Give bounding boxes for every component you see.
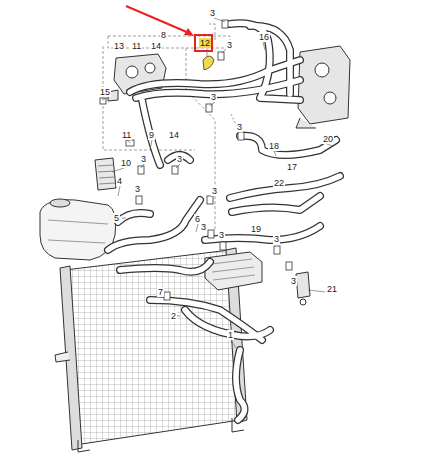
callout-number: 22 xyxy=(273,178,285,188)
callout-number: 3 xyxy=(134,184,141,194)
callout-number: 3 xyxy=(209,8,216,18)
callout-number: 10 xyxy=(120,158,132,168)
callout-number: 16 xyxy=(258,32,270,42)
callout-number: 3 xyxy=(218,230,225,240)
callout-number: 7 xyxy=(157,287,164,297)
callout-number: 3 xyxy=(236,122,243,132)
callout-number: 12 xyxy=(199,38,211,48)
callout-number: 14 xyxy=(168,130,180,140)
callout-number: 2 xyxy=(170,311,177,321)
callout-number: 3 xyxy=(211,186,218,196)
callout-number: 8 xyxy=(160,30,167,40)
callout-number: 20 xyxy=(322,134,334,144)
callout-number: 3 xyxy=(176,154,183,164)
callout-number: 11 xyxy=(121,130,132,140)
callout-number: 19 xyxy=(250,224,262,234)
callout-number: 1 xyxy=(227,330,234,340)
callout-number: 3 xyxy=(210,92,217,102)
callout-number: 17 xyxy=(286,162,298,172)
callout-number: 4 xyxy=(116,176,123,186)
callout-number: 3 xyxy=(290,276,297,286)
callout-number: 14 xyxy=(150,41,162,51)
callout-number: 11 xyxy=(131,41,142,51)
callout-number: 5 xyxy=(113,213,120,223)
callout-number: 3 xyxy=(200,222,207,232)
callout-number: 3 xyxy=(226,40,233,50)
callout-number: 15 xyxy=(99,87,111,97)
callout-number: 3 xyxy=(273,234,280,244)
callout-number: 3 xyxy=(140,154,147,164)
callout-number: 18 xyxy=(268,141,280,151)
callout-number: 21 xyxy=(326,284,338,294)
callout-number: 13 xyxy=(113,41,125,51)
callout-number: 9 xyxy=(148,130,155,140)
